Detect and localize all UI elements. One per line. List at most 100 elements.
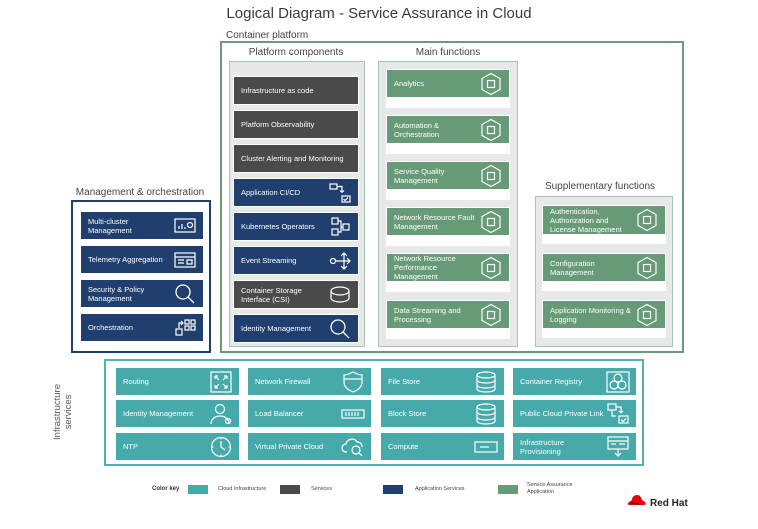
management-orchestration: Orchestration [80,313,204,342]
infra-virtual-private-cloud: Virtual Private Cloud [247,432,372,461]
platform-components-title: Platform components [248,47,344,58]
infra-label: Network Firewall [255,377,311,386]
component-cluster-alerting: Cluster Alerting and Monitoring [233,144,359,173]
main-function-label: Analytics [394,79,425,88]
infra-label: Block Store [388,409,427,418]
hexagon-icon [634,256,660,280]
supplementary-spacer [542,235,666,244]
server-icon [473,435,499,459]
magnifier-icon [172,282,198,306]
component-label: Event Streaming [241,256,297,265]
main-function-spacer [386,190,510,200]
infra-label: Public Cloud Private Link [520,409,604,418]
color-key-swatch-assurance [498,485,518,494]
ci-cd-icon [327,181,353,205]
management-label: Multi-cluster Management [88,216,132,235]
supplementary-label: Authentication, Authorization and Licens… [550,206,622,234]
load-balancer-icon [340,402,366,426]
link-icon [605,402,631,426]
shield-icon [340,370,366,394]
hexagon-icon [478,72,504,96]
component-label: Infrastructure as code [241,86,314,95]
component-container-storage-interface: Container Storage Interface (CSI) [233,280,359,309]
main-function-spacer [386,282,510,292]
color-key-title: Color key [152,486,180,492]
hexagon-icon [478,164,504,188]
infra-label: Identity Management [123,409,194,418]
management-title: Management & orchestration [75,187,205,198]
infra-label: File Store [388,377,421,386]
main-function-spacer [386,329,510,339]
main-function-automation: Automation & Orchestration [386,115,510,144]
supplementary-app-monitoring: Application Monitoring & Logging [542,300,666,329]
component-kubernetes-operators: Kubernetes Operators [233,212,359,241]
hexagon-icon [634,208,660,232]
management-security-policy: Security & Policy Management [80,279,204,308]
infra-label: Compute [388,442,419,451]
component-event-streaming: Event Streaming [233,246,359,275]
main-function-data-streaming: Data Streaming and Processing [386,300,510,329]
orchestration-icon [172,316,198,340]
supplementary-authentication: Authentication, Authorization and Licens… [542,205,666,235]
infra-container-registry: Container Registry [512,367,637,396]
main-function-label: Automation & Orchestration [394,120,440,139]
main-function-fault-management: Network Resource Fault Management [386,207,510,236]
component-identity-management: Identity Management [233,314,359,343]
infra-identity-management: Identity Management [115,399,240,428]
color-key-swatch-application [383,485,403,494]
color-key-label: Services [311,486,333,492]
infra-label: Routing [123,377,149,386]
infra-block-store: Block Store [380,399,505,428]
container-platform-frame [220,41,684,353]
management-multi-cluster: Multi-cluster Management [80,211,204,240]
infra-label: Container Registry [520,377,583,386]
infra-compute: Compute [380,432,505,461]
main-function-label: Data Streaming and Processing [394,305,461,324]
registry-icon [605,370,631,394]
component-infrastructure-as-code: Infrastructure as code [233,76,359,105]
component-label: Kubernetes Operators [241,222,315,231]
infra-load-balancer: Load Balancer [247,399,372,428]
main-functions-panel [378,61,518,347]
infra-label: NTP [123,442,138,451]
infra-routing: Routing [115,367,240,396]
main-function-label: Network Resource Fault Management [394,212,475,231]
hexagon-icon [478,210,504,234]
supplementary-label: Application Monitoring & Logging [550,305,631,324]
storage-disk-icon [327,283,353,307]
database-icon [473,402,499,426]
infra-label: Virtual Private Cloud [255,442,324,451]
management-label: Orchestration [88,323,134,332]
main-function-spacer [386,98,510,108]
main-function-label: Network Resource Performance Management [394,254,456,281]
clock-icon [208,435,234,459]
management-frame [71,200,211,353]
supplementary-label: Configuration Management [550,258,595,277]
provisioning-icon [605,435,631,459]
main-function-spacer [386,236,510,246]
component-label: Identity Management [241,324,312,333]
event-stream-icon [327,249,353,273]
component-label: Platform Observability [241,120,315,129]
window-list-icon [172,248,198,272]
operators-icon [327,215,353,239]
hexagon-icon [478,256,504,280]
container-platform-label: Container platform [226,30,309,41]
hexagon-icon [478,118,504,142]
magnifier-icon [327,317,353,341]
supplementary-functions-title: Supplementary functions [544,181,656,192]
component-label: Container Storage Interface (CSI) [241,285,302,304]
management-label: Telemetry Aggregation [88,255,163,264]
infra-provisioning: Infrastructure Provisioning [512,432,637,461]
supplementary-spacer [542,329,666,338]
main-functions-title: Main functions [415,47,481,58]
infrastructure-services-label: Infrastructure services [52,384,74,440]
supplementary-spacer [542,282,666,291]
component-label: Cluster Alerting and Monitoring [241,154,344,163]
database-icon [473,370,499,394]
diagram-title: Logical Diagram - Service Assurance in C… [226,5,532,22]
main-function-analytics: Analytics [386,69,510,98]
color-key-swatch-services [280,485,300,494]
main-function-spacer [386,144,510,154]
component-platform-observability: Platform Observability [233,110,359,139]
